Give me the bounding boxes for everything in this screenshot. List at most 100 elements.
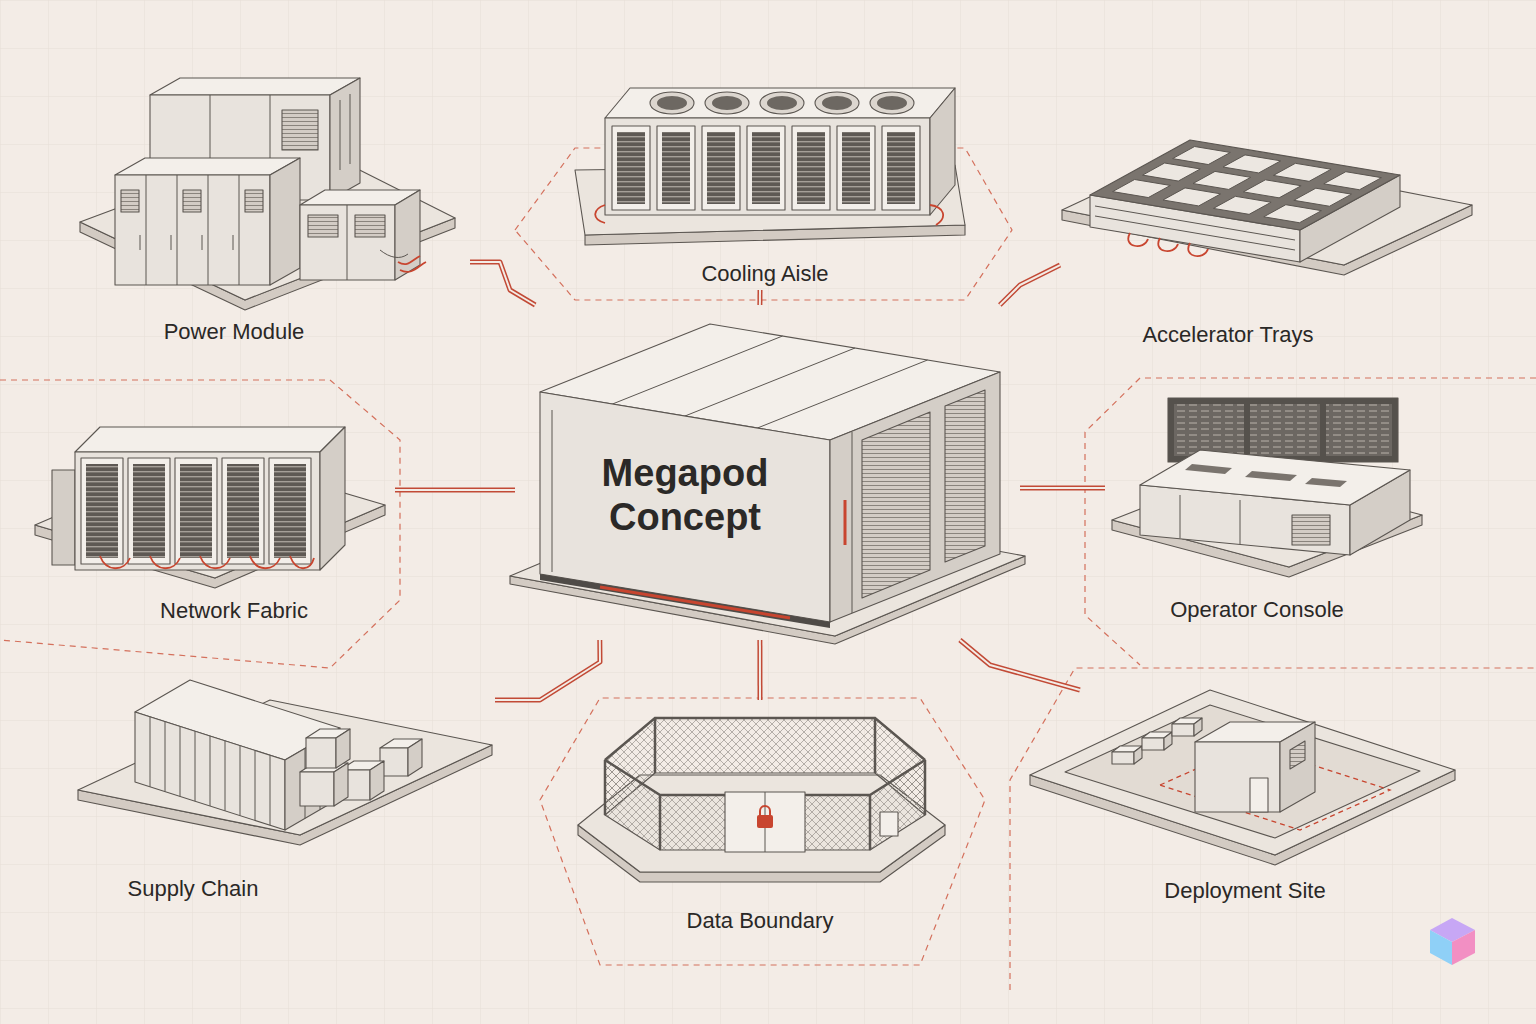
deployment-site-art-part bbox=[1195, 742, 1280, 812]
accelerator-trays-art-part bbox=[1090, 140, 1400, 230]
component-label: Cooling Aisle bbox=[701, 261, 828, 286]
power-module-art-part bbox=[380, 250, 408, 257]
component-node: Data Boundary bbox=[570, 700, 950, 940]
cooling-aisle-art-part bbox=[707, 132, 735, 204]
accelerator-trays-art-part bbox=[1128, 233, 1208, 256]
deployment-site-art-part bbox=[1250, 778, 1268, 812]
component-label: Supply Chain bbox=[128, 876, 259, 901]
connector bbox=[470, 262, 535, 305]
cooling-aisle-art-part bbox=[650, 92, 694, 114]
connector-core bbox=[495, 640, 600, 700]
power-module-art-part bbox=[115, 158, 300, 175]
accelerator-module-part bbox=[1324, 172, 1382, 190]
supply-chain-art bbox=[78, 680, 492, 845]
component-label: Network Fabric bbox=[160, 598, 308, 623]
dashed-zone-part bbox=[0, 380, 400, 668]
accelerator-module-part bbox=[1213, 196, 1271, 214]
connector bbox=[1000, 265, 1060, 305]
power-module-art-part bbox=[395, 190, 420, 280]
connector bbox=[759, 290, 760, 305]
power-module-art-part bbox=[282, 110, 318, 150]
data-boundary-art-part bbox=[760, 806, 770, 815]
accelerator-module-part bbox=[1193, 171, 1251, 189]
dashed-zone-part bbox=[1085, 378, 1536, 665]
operator-console-art-part bbox=[1305, 478, 1347, 487]
cooling-aisle-art-part bbox=[605, 118, 930, 215]
node-title: Megapod Concept bbox=[585, 451, 785, 539]
cooling-aisle-art-part bbox=[612, 126, 650, 210]
network-fabric-art-part bbox=[86, 464, 118, 558]
cooling-aisle-art-part bbox=[767, 96, 797, 110]
power-module-art-part bbox=[355, 215, 385, 237]
accelerator-module-part bbox=[1163, 188, 1221, 206]
deployment-site-art-part bbox=[1142, 738, 1164, 750]
watermark-logo bbox=[1430, 918, 1475, 965]
component-node: Deployment Site bbox=[1030, 690, 1460, 910]
cooling-aisle-art-part bbox=[760, 92, 804, 114]
data-boundary-art-part bbox=[605, 760, 660, 850]
dashed-zone-part bbox=[1010, 668, 1536, 990]
network-fabric-art-part bbox=[175, 458, 217, 564]
cooling-aisle-art-part bbox=[930, 88, 955, 215]
power-module-art-part bbox=[300, 205, 395, 280]
connector bbox=[495, 640, 600, 700]
data-boundary-art bbox=[578, 718, 945, 882]
operator-console-art-part bbox=[1185, 464, 1232, 474]
network-fabric-art bbox=[35, 427, 385, 588]
power-module-art-part bbox=[146, 175, 239, 285]
megapod-art bbox=[510, 324, 1025, 644]
connector-core bbox=[759, 640, 761, 700]
power-module-art-part bbox=[398, 256, 426, 272]
network-fabric-art-part bbox=[269, 458, 311, 564]
data-boundary-art-part bbox=[870, 760, 925, 850]
connector-line bbox=[1020, 485, 1105, 490]
operator-console-art-part bbox=[1180, 495, 1240, 544]
connector-core bbox=[960, 640, 1080, 690]
component-label: Data Boundary bbox=[687, 908, 834, 933]
component-label: Accelerator Trays bbox=[1142, 322, 1313, 347]
network-fabric-art-part bbox=[52, 470, 75, 565]
component-label: Operator Console bbox=[1170, 597, 1344, 622]
operator-console-art-part bbox=[1292, 515, 1330, 545]
cooling-aisle-art-part bbox=[657, 126, 695, 210]
power-module-art-part bbox=[330, 78, 360, 200]
network-fabric-art-part bbox=[100, 556, 314, 568]
cooling-aisle-art-part bbox=[702, 126, 740, 210]
accelerator-module-part bbox=[1113, 180, 1171, 198]
connector-core bbox=[759, 290, 761, 305]
deployment-site-art-part bbox=[1280, 722, 1315, 812]
component-node: Operator Console bbox=[1105, 385, 1430, 625]
cooling-aisle-art-part bbox=[837, 126, 875, 210]
accelerator-module-part bbox=[1273, 163, 1331, 181]
dashed-zone bbox=[0, 148, 1536, 990]
cooling-aisle-art-part bbox=[705, 92, 749, 114]
operator-console-art-part bbox=[1245, 471, 1297, 481]
cooling-aisle-art-part bbox=[882, 126, 920, 210]
accelerator-module-part bbox=[1264, 205, 1322, 223]
network-fabric-art-part bbox=[128, 458, 170, 564]
megapod-art-part bbox=[844, 500, 847, 545]
accelerator-module-part bbox=[1173, 147, 1231, 165]
cooling-aisle-art-part bbox=[747, 126, 785, 210]
power-module-art bbox=[80, 78, 455, 310]
network-fabric-art-part bbox=[222, 458, 264, 564]
deployment-site-art-part bbox=[1194, 718, 1202, 736]
network-fabric-art-part bbox=[227, 464, 259, 558]
accelerator-module-part bbox=[1294, 188, 1352, 206]
dashed-zone-part bbox=[540, 698, 985, 965]
connector-core bbox=[395, 489, 515, 491]
component-node: Power Module bbox=[75, 55, 470, 355]
cooling-aisle-art-part bbox=[822, 96, 852, 110]
data-boundary-art-part bbox=[655, 718, 875, 773]
connector-line bbox=[960, 640, 1080, 690]
supply-chain-art-part bbox=[285, 728, 340, 830]
deployment-site-art-part bbox=[1172, 724, 1194, 736]
data-boundary-art-part bbox=[725, 792, 805, 852]
cooling-aisle-art-part bbox=[752, 132, 780, 204]
supply-chain-art-part bbox=[150, 717, 320, 825]
power-module-art-part bbox=[308, 215, 338, 237]
megapod-art-part bbox=[540, 574, 830, 628]
deployment-site-art-part bbox=[1065, 705, 1420, 838]
megapod-art-part bbox=[862, 412, 930, 598]
component-node: Cooling Aisle bbox=[570, 70, 970, 290]
